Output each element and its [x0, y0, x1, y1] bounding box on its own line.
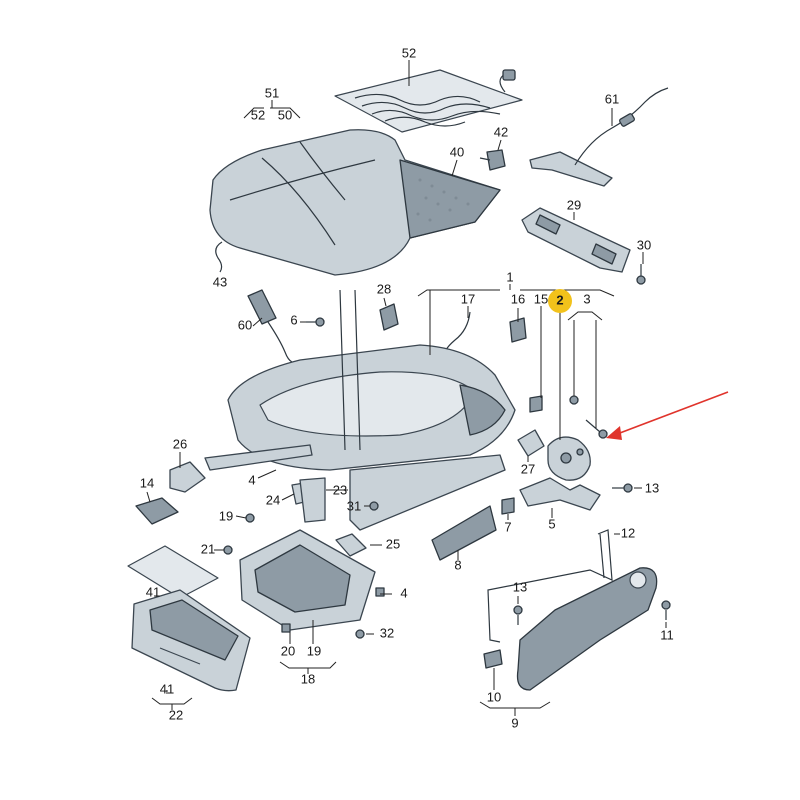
label-18: 18	[301, 671, 315, 686]
screw-31-part	[369, 501, 379, 511]
label-13-upper: 13	[645, 480, 659, 495]
motor-2-part	[547, 436, 591, 481]
label-4-upper: 4	[248, 472, 255, 487]
screw-30-part	[636, 264, 646, 285]
part-labels: 52 51 52 50 61 42 40 29 30 43 1 17 16 15…	[140, 45, 674, 730]
screw-13-upper-part	[612, 483, 633, 493]
label-8: 8	[454, 557, 461, 572]
bracket-28-part	[379, 303, 399, 331]
wire-frame-12-part	[487, 529, 613, 643]
part-25	[335, 533, 367, 557]
label-21: 21	[201, 541, 215, 556]
cable-61-part	[529, 87, 669, 187]
label-4-lower: 4	[400, 585, 407, 600]
label-5: 5	[548, 516, 555, 531]
label-19-lower: 19	[307, 643, 321, 658]
label-1: 1	[506, 269, 513, 284]
label-7: 7	[504, 519, 511, 534]
label-60: 60	[238, 317, 252, 332]
label-6: 6	[290, 312, 297, 327]
label-15: 15	[534, 291, 548, 306]
label-31: 31	[347, 498, 361, 513]
part-16	[509, 317, 527, 343]
seat-frame-1-part	[204, 289, 516, 531]
drawer-18-part	[239, 529, 376, 631]
label-3: 3	[583, 291, 590, 306]
label-29: 29	[567, 197, 581, 212]
label-52: 52	[402, 45, 416, 60]
label-17: 17	[461, 291, 475, 306]
label-14: 14	[140, 475, 154, 490]
label-28: 28	[377, 281, 391, 296]
label-23: 23	[333, 482, 347, 497]
label-40: 40	[450, 144, 464, 159]
screw-19-part	[245, 513, 255, 523]
part-4-lower	[375, 587, 385, 597]
red-arrow	[606, 391, 729, 440]
part-26	[169, 461, 206, 493]
bracket-5-part	[519, 477, 601, 511]
label-43: 43	[213, 274, 227, 289]
label-50: 50	[278, 107, 292, 122]
part-14	[135, 497, 179, 525]
label-25: 25	[386, 536, 400, 551]
label-11: 11	[660, 627, 674, 642]
label-20: 20	[281, 643, 295, 658]
highlight-marker	[548, 289, 572, 313]
label-16: 16	[511, 291, 525, 306]
connector-42-part	[479, 149, 506, 171]
label-10: 10	[487, 689, 501, 704]
cable-17-part	[445, 311, 471, 351]
slide-cover-29-part	[521, 207, 631, 273]
part-20	[281, 623, 291, 633]
part-10	[483, 649, 503, 669]
label-42: 42	[494, 124, 508, 139]
screw-21-part	[223, 545, 233, 555]
label-26: 26	[173, 436, 187, 451]
part-7	[501, 497, 515, 515]
heating-mat-part	[334, 69, 523, 133]
leader-lines	[146, 60, 667, 716]
mat-41-part	[127, 545, 219, 599]
belt-buckle-60-part	[247, 289, 293, 363]
part-23	[299, 477, 326, 523]
label-61: 61	[605, 91, 619, 106]
label-12: 12	[621, 525, 635, 540]
part-27	[517, 429, 545, 457]
label-52-sub: 52	[251, 107, 265, 122]
label-30: 30	[637, 237, 651, 252]
clip-11-part	[661, 600, 671, 620]
screw-6-part	[306, 317, 325, 327]
label-13-lower: 13	[513, 579, 527, 594]
screw-32-part	[355, 629, 365, 639]
label-19-upper: 19	[219, 508, 233, 523]
side-panel-9-part	[516, 567, 658, 691]
label-51: 51	[265, 85, 279, 100]
label-2: 2	[556, 292, 563, 307]
seat-cushion-part	[209, 129, 501, 276]
screw-13-lower-part	[513, 605, 523, 625]
part-15	[529, 395, 543, 413]
label-24: 24	[266, 492, 280, 507]
clip-43-part	[215, 241, 223, 273]
label-41-mid: 41	[146, 584, 160, 599]
label-41-bottom: 41	[160, 681, 174, 696]
label-22: 22	[169, 707, 183, 722]
label-27: 27	[521, 461, 535, 476]
label-9: 9	[511, 715, 518, 730]
trim-8-part	[431, 505, 497, 561]
tray-22-part	[131, 589, 251, 692]
screws-3-part	[569, 395, 608, 439]
label-32: 32	[380, 625, 394, 640]
